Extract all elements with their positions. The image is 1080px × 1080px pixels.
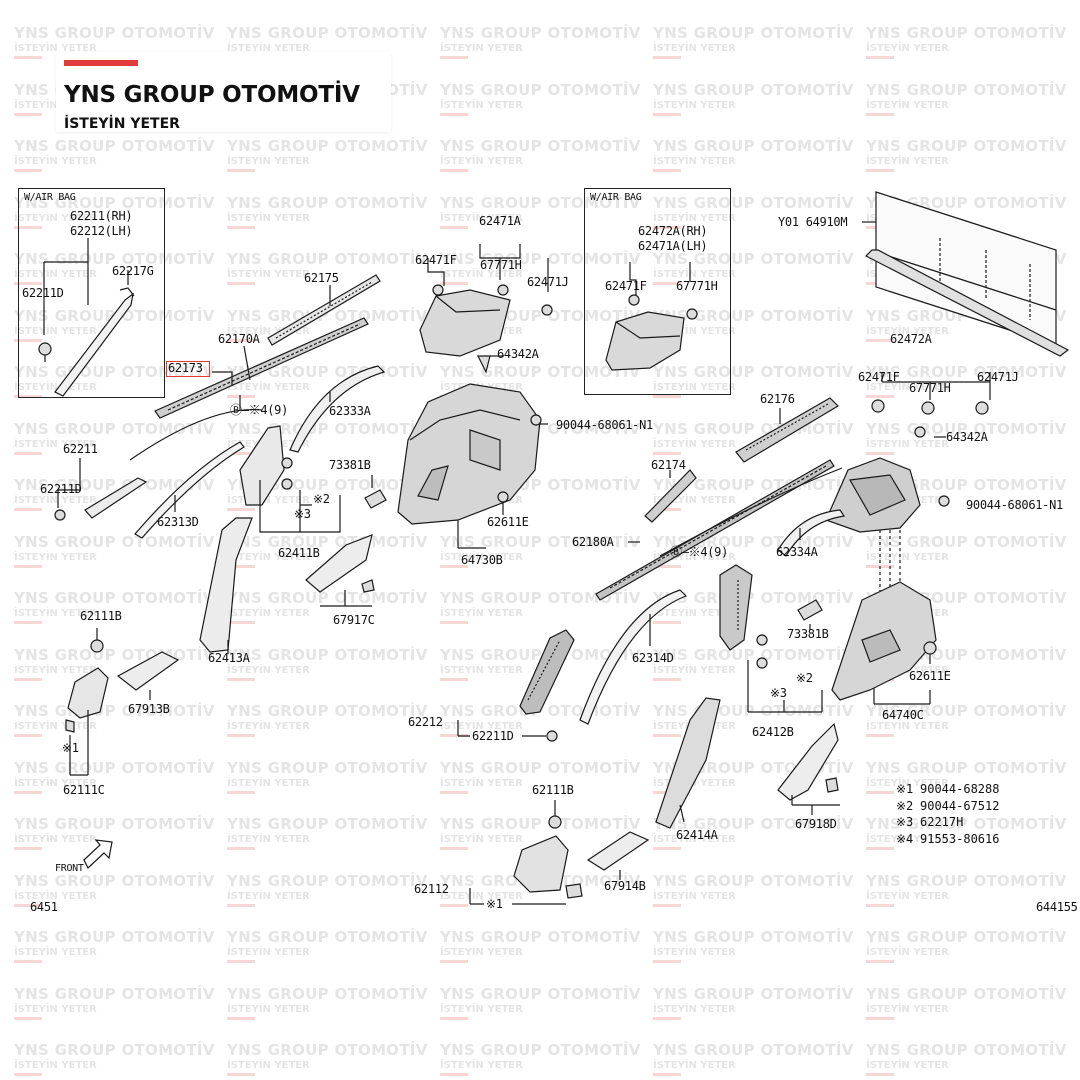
part-label: 62413A — [208, 651, 250, 665]
reference-mark: Ⓑ—※4(9) — [230, 403, 289, 417]
part-label: 64342A — [946, 430, 988, 444]
part-label: 62112 — [414, 882, 449, 896]
part-label: 62211D — [472, 729, 514, 743]
part-label: 62175 — [304, 271, 339, 285]
reference-mark: ※1 — [486, 897, 503, 911]
legend-row: ※3 62217H — [896, 814, 999, 831]
part-label: 62414A — [676, 828, 718, 842]
part-label: 62471F — [858, 370, 900, 384]
part-label: 62313D — [157, 515, 199, 529]
legend-part-number: 91553-80616 — [920, 831, 1000, 846]
part-label: 62471F — [605, 279, 647, 293]
brand-accent-bar — [64, 60, 138, 66]
brand-subtitle: İSTEYİN YETER — [64, 116, 180, 132]
part-label: 62170A — [218, 332, 260, 346]
part-label: 62212(LH) — [70, 224, 133, 238]
front-airbag-inset-box — [18, 188, 165, 398]
part-label: 62111B — [80, 609, 122, 623]
brand-title: YNS GROUP OTOMOTİV — [64, 82, 360, 108]
rear-airbag-inset-box — [584, 188, 731, 395]
legend-row: ※4 91553-80616 — [896, 831, 999, 848]
part-label: 62174 — [651, 458, 686, 472]
legend-mark: ※1 — [896, 782, 914, 796]
part-label-highlighted: 62173 — [168, 361, 203, 375]
part-label: 62212 — [408, 715, 443, 729]
reference-mark: ※1 — [62, 741, 79, 755]
part-label: 73381B — [329, 458, 371, 472]
legend-mark: ※3 — [896, 815, 914, 829]
part-label: 67917C — [333, 613, 375, 627]
part-label: 62211(RH) — [70, 209, 133, 223]
part-label: 62471A(LH) — [638, 239, 708, 253]
part-label: 67771H — [480, 258, 522, 272]
front-airbag-inset-title: W/AIR BAG — [24, 192, 76, 203]
part-label: 67918D — [795, 817, 837, 831]
part-label: 62472A — [890, 332, 932, 346]
part-label: 62611E — [909, 669, 951, 683]
part-label: 62176 — [760, 392, 795, 406]
part-label: 62314D — [632, 651, 674, 665]
part-label: Y01 64910M — [778, 215, 848, 229]
part-label: 62211D — [40, 482, 82, 496]
part-label: 64342A — [497, 347, 539, 361]
part-label: 64730B — [461, 553, 503, 567]
legend-part-number: 90044-67512 — [920, 798, 1000, 813]
brand-header: YNS GROUP OTOMOTİV İSTEYİN YETER — [56, 52, 391, 132]
part-label: 62217G — [112, 264, 154, 278]
highlighted-part-frame — [166, 361, 210, 377]
legend-mark: ※4 — [896, 831, 914, 846]
legend-row: ※1 90044-68288 — [896, 781, 999, 798]
part-label: 62211D — [22, 286, 64, 300]
figure-number: 644155 — [1036, 900, 1078, 914]
figure-number: 6451 — [30, 900, 58, 914]
reference-legend: ※1 90044-68288 ※2 90044-67512 ※3 62217H ※4 9… — [896, 781, 999, 847]
part-label: 90044-68061-N1 — [556, 418, 653, 432]
part-label: 62472A(RH) — [638, 224, 708, 238]
reference-mark: ※3 — [770, 686, 787, 700]
legend-part-number: 62217H — [920, 815, 964, 829]
reference-mark: ※2 — [313, 492, 330, 506]
part-label: 62211 — [63, 442, 98, 456]
part-label: 62111C — [63, 783, 105, 797]
part-label: 62412B — [752, 725, 794, 739]
rear-airbag-inset-title: W/AIR BAG — [590, 192, 642, 203]
reference-mark: Ⓑ—※4(9) — [670, 545, 729, 559]
legend-part-number: 90044-68288 — [920, 782, 1000, 796]
part-label: 90044-68061-N1 — [966, 498, 1063, 512]
part-label: 62471J — [977, 370, 1019, 384]
part-label: 62471J — [527, 275, 569, 289]
reference-mark: ※3 — [294, 507, 311, 521]
part-label: 67771H — [909, 381, 951, 395]
part-label: 62111B — [532, 783, 574, 797]
legend-mark: ※2 — [896, 798, 914, 813]
part-label: 62333A — [329, 404, 371, 418]
part-label: 62471F — [415, 253, 457, 267]
part-label: 62334A — [776, 545, 818, 559]
part-label: 62411B — [278, 546, 320, 560]
part-label: 62471A — [479, 214, 521, 228]
part-label: 73381B — [787, 627, 829, 641]
legend-row: ※2 90044-67512 — [896, 798, 999, 815]
part-label: 67913B — [128, 702, 170, 716]
part-label: 62180A — [572, 535, 614, 549]
reference-mark: ※2 — [796, 671, 813, 685]
part-label: 62611E — [487, 515, 529, 529]
front-direction-label: FRONT — [55, 863, 84, 874]
part-label: 67914B — [604, 879, 646, 893]
part-label: 67771H — [676, 279, 718, 293]
part-label: 64740C — [882, 708, 924, 722]
